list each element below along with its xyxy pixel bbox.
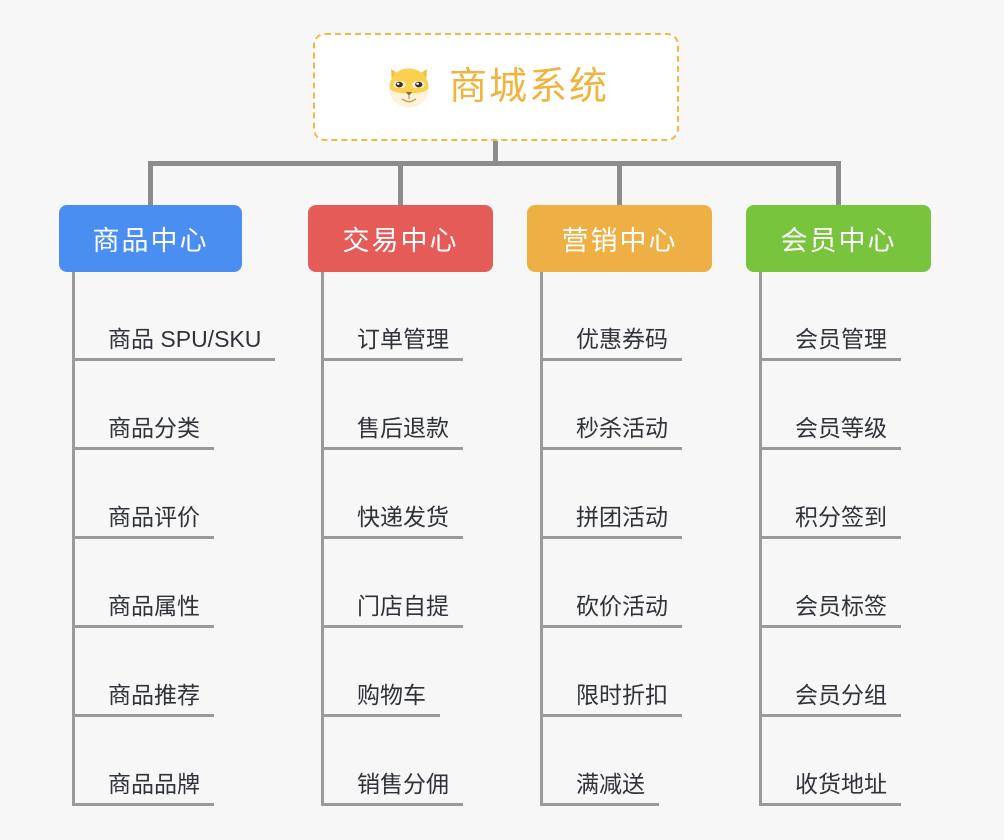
shiba-dog-face-icon (389, 68, 429, 108)
leaf-item[interactable]: 商品品牌 (72, 717, 242, 806)
branch-column-1: 商品中心商品 SPU/SKU 商品分类商品评价商品属性商品推荐商品品牌 (59, 205, 276, 806)
category-label: 交易中心 (342, 226, 459, 256)
leaf-item-label: 商品品牌 (72, 771, 214, 806)
leaf-item[interactable]: 拼团活动 (540, 450, 712, 539)
root-node[interactable]: 商城系统 (313, 33, 679, 141)
leaf-item[interactable]: 会员标签 (759, 539, 931, 628)
leaf-item[interactable]: 商品评价 (72, 450, 242, 539)
leaf-item[interactable]: 砍价活动 (540, 539, 712, 628)
leaf-item[interactable]: 商品分类 (72, 361, 242, 450)
leaf-item[interactable]: 商品属性 (72, 539, 242, 628)
leaf-item-label: 会员管理 (759, 326, 901, 361)
leaf-item-label: 售后退款 (321, 415, 463, 450)
category-box-1[interactable]: 商品中心 (59, 205, 242, 272)
leaf-item[interactable]: 收货地址 (759, 717, 931, 806)
category-label: 会员中心 (780, 226, 897, 256)
leaf-item-label: 商品属性 (72, 593, 214, 628)
category-label: 商品中心 (92, 226, 209, 256)
leaf-item[interactable]: 商品 SPU/SKU (72, 272, 276, 361)
leaf-item[interactable]: 购物车 (321, 628, 493, 717)
connector-drop-2 (398, 161, 403, 207)
leaf-item[interactable]: 快递发货 (321, 450, 493, 539)
leaf-list-3: 优惠券码秒杀活动拼团活动砍价活动限时折扣满减送 (540, 272, 712, 806)
leaf-list-4: 会员管理会员等级积分签到会员标签会员分组收货地址 (759, 272, 931, 806)
category-box-4[interactable]: 会员中心 (746, 205, 931, 272)
leaf-item-label: 优惠券码 (540, 326, 682, 361)
branch-spine-2 (321, 272, 324, 806)
root-title: 商城系统 (448, 66, 609, 108)
leaf-item-label: 商品分类 (72, 415, 214, 450)
leaf-item[interactable]: 优惠券码 (540, 272, 712, 361)
connector-drop-1 (148, 161, 153, 207)
connector-drop-3 (617, 161, 622, 207)
leaf-item-label: 快递发货 (321, 504, 463, 539)
leaf-item-label: 购物车 (321, 682, 440, 717)
leaf-item-label: 拼团活动 (540, 504, 682, 539)
leaf-item-label: 收货地址 (759, 771, 901, 806)
leaf-item[interactable]: 会员管理 (759, 272, 931, 361)
leaf-item[interactable]: 秒杀活动 (540, 361, 712, 450)
leaf-item-label: 砍价活动 (540, 593, 682, 628)
leaf-item[interactable]: 限时折扣 (540, 628, 712, 717)
branch-column-4: 会员中心会员管理会员等级积分签到会员标签会员分组收货地址 (746, 205, 931, 806)
branch-column-3: 营销中心优惠券码秒杀活动拼团活动砍价活动限时折扣满减送 (527, 205, 712, 806)
leaf-item-label: 积分签到 (759, 504, 901, 539)
category-box-3[interactable]: 营销中心 (527, 205, 712, 272)
leaf-item-label: 门店自提 (321, 593, 463, 628)
leaf-item[interactable]: 商品推荐 (72, 628, 242, 717)
leaf-item-label: 订单管理 (321, 326, 463, 361)
leaf-item-label: 会员等级 (759, 415, 901, 450)
category-label: 营销中心 (561, 226, 678, 256)
connector-drop-4 (836, 161, 841, 207)
branch-spine-1 (72, 272, 75, 806)
leaf-item[interactable]: 会员分组 (759, 628, 931, 717)
branch-spine-3 (540, 272, 543, 806)
leaf-item-label: 商品推荐 (72, 682, 214, 717)
leaf-item-label: 销售分佣 (321, 771, 463, 806)
leaf-item[interactable]: 门店自提 (321, 539, 493, 628)
leaf-item[interactable]: 售后退款 (321, 361, 493, 450)
leaf-list-2: 订单管理售后退款快递发货门店自提购物车销售分佣 (321, 272, 493, 806)
leaf-item[interactable]: 满减送 (540, 717, 712, 806)
leaf-item-label: 商品评价 (72, 504, 214, 539)
leaf-item[interactable]: 销售分佣 (321, 717, 493, 806)
category-box-2[interactable]: 交易中心 (308, 205, 493, 272)
leaf-item-label: 商品 SPU/SKU (72, 326, 276, 361)
connector-horizontal-bar (148, 161, 841, 166)
leaf-item[interactable]: 积分签到 (759, 450, 931, 539)
leaf-item[interactable]: 会员等级 (759, 361, 931, 450)
leaf-item-label: 限时折扣 (540, 682, 682, 717)
branch-column-2: 交易中心订单管理售后退款快递发货门店自提购物车销售分佣 (308, 205, 493, 806)
leaf-item-label: 会员标签 (759, 593, 901, 628)
leaf-item[interactable]: 订单管理 (321, 272, 493, 361)
leaf-list-1: 商品 SPU/SKU 商品分类商品评价商品属性商品推荐商品品牌 (72, 272, 276, 806)
branch-spine-4 (759, 272, 762, 806)
leaf-item-label: 会员分组 (759, 682, 901, 717)
leaf-item-label: 秒杀活动 (540, 415, 682, 450)
leaf-item-label: 满减送 (540, 771, 659, 806)
connector-root-stem (493, 141, 498, 164)
